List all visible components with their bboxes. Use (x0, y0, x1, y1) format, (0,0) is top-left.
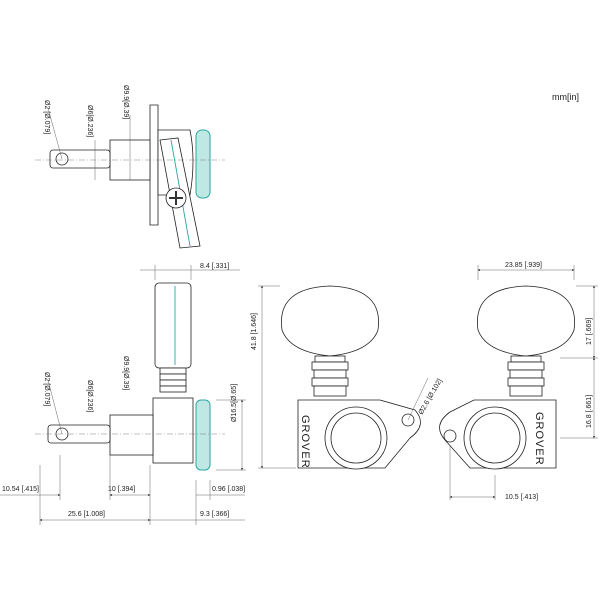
top-gear (195, 129, 211, 199)
mid-post (109, 414, 154, 456)
rear-neck-1 (510, 355, 542, 363)
total-height-label: 41.8 [1.646] (251, 313, 258, 350)
mid-neck-ring-2 (159, 373, 187, 381)
overall-len-label: 25.6 [1.008] (68, 511, 105, 518)
post-len-label: 10 [.394] (108, 486, 135, 493)
front-gear-inner (330, 412, 382, 464)
rear-neck-4 (507, 377, 545, 387)
front-view: GROVER (281, 285, 421, 470)
front-button (281, 285, 379, 357)
top-mount-plate (149, 104, 159, 226)
mid-button (154, 282, 192, 369)
mid-housing (152, 397, 194, 464)
front-neck-1 (314, 355, 346, 363)
mid-hole-label: Ø2 [Ø.079] (43, 372, 50, 406)
top-bushing-label: Ø9.9[Ø.39] (122, 85, 129, 119)
mid-bushing-label: Ø9.9[Ø.39] (122, 356, 129, 390)
rear-button (477, 285, 575, 357)
mid-gear (195, 399, 211, 471)
mid-neck-ring-4 (159, 385, 187, 393)
front-neck-3 (313, 369, 347, 379)
washer-label: 0.96 [.038] (212, 486, 245, 493)
top-side-view (35, 104, 225, 249)
mid-neck-ring-3 (159, 379, 187, 387)
button-width-label: 8.4 [.331] (200, 263, 229, 270)
rear-screw-hole (443, 429, 457, 443)
rear-view: GROVER (439, 285, 575, 470)
middle-side-view (35, 282, 225, 471)
back-len-label: 9.3 [.366] (200, 511, 229, 518)
mid-neck-ring-1 (159, 367, 187, 375)
rear-gear-inner (469, 412, 521, 464)
front-neck-2 (311, 361, 349, 371)
units-label: mm[in] (552, 92, 579, 102)
screw-hole-label: Ø2.6 [Ø.102] (418, 378, 444, 416)
gear-label: Ø16.5[Ø.65] (231, 384, 238, 422)
rear-neck-5 (509, 385, 543, 397)
front-brand: GROVER (299, 415, 311, 469)
top-post-label: Ø6[Ø.236] (86, 105, 93, 137)
mid-post-label: Ø6[Ø.236] (86, 380, 93, 412)
ear-offset-label: 10.5 [.413] (505, 494, 538, 501)
front-neck-5 (313, 385, 347, 397)
button-span-label: 23.85 [.939] (505, 262, 542, 269)
front-neck-4 (311, 377, 349, 387)
rear-neck-2 (507, 361, 545, 371)
rear-brand: GROVER (533, 412, 545, 466)
rear-neck-3 (509, 369, 543, 379)
left-offset-label: 10.54 [.415] (2, 486, 39, 493)
shaft-height-label: 16.8 [.661] (586, 395, 593, 428)
top-hole-label: Ø2 [Ø.079] (43, 100, 50, 134)
button-height-label: 17 [.669] (586, 318, 593, 345)
